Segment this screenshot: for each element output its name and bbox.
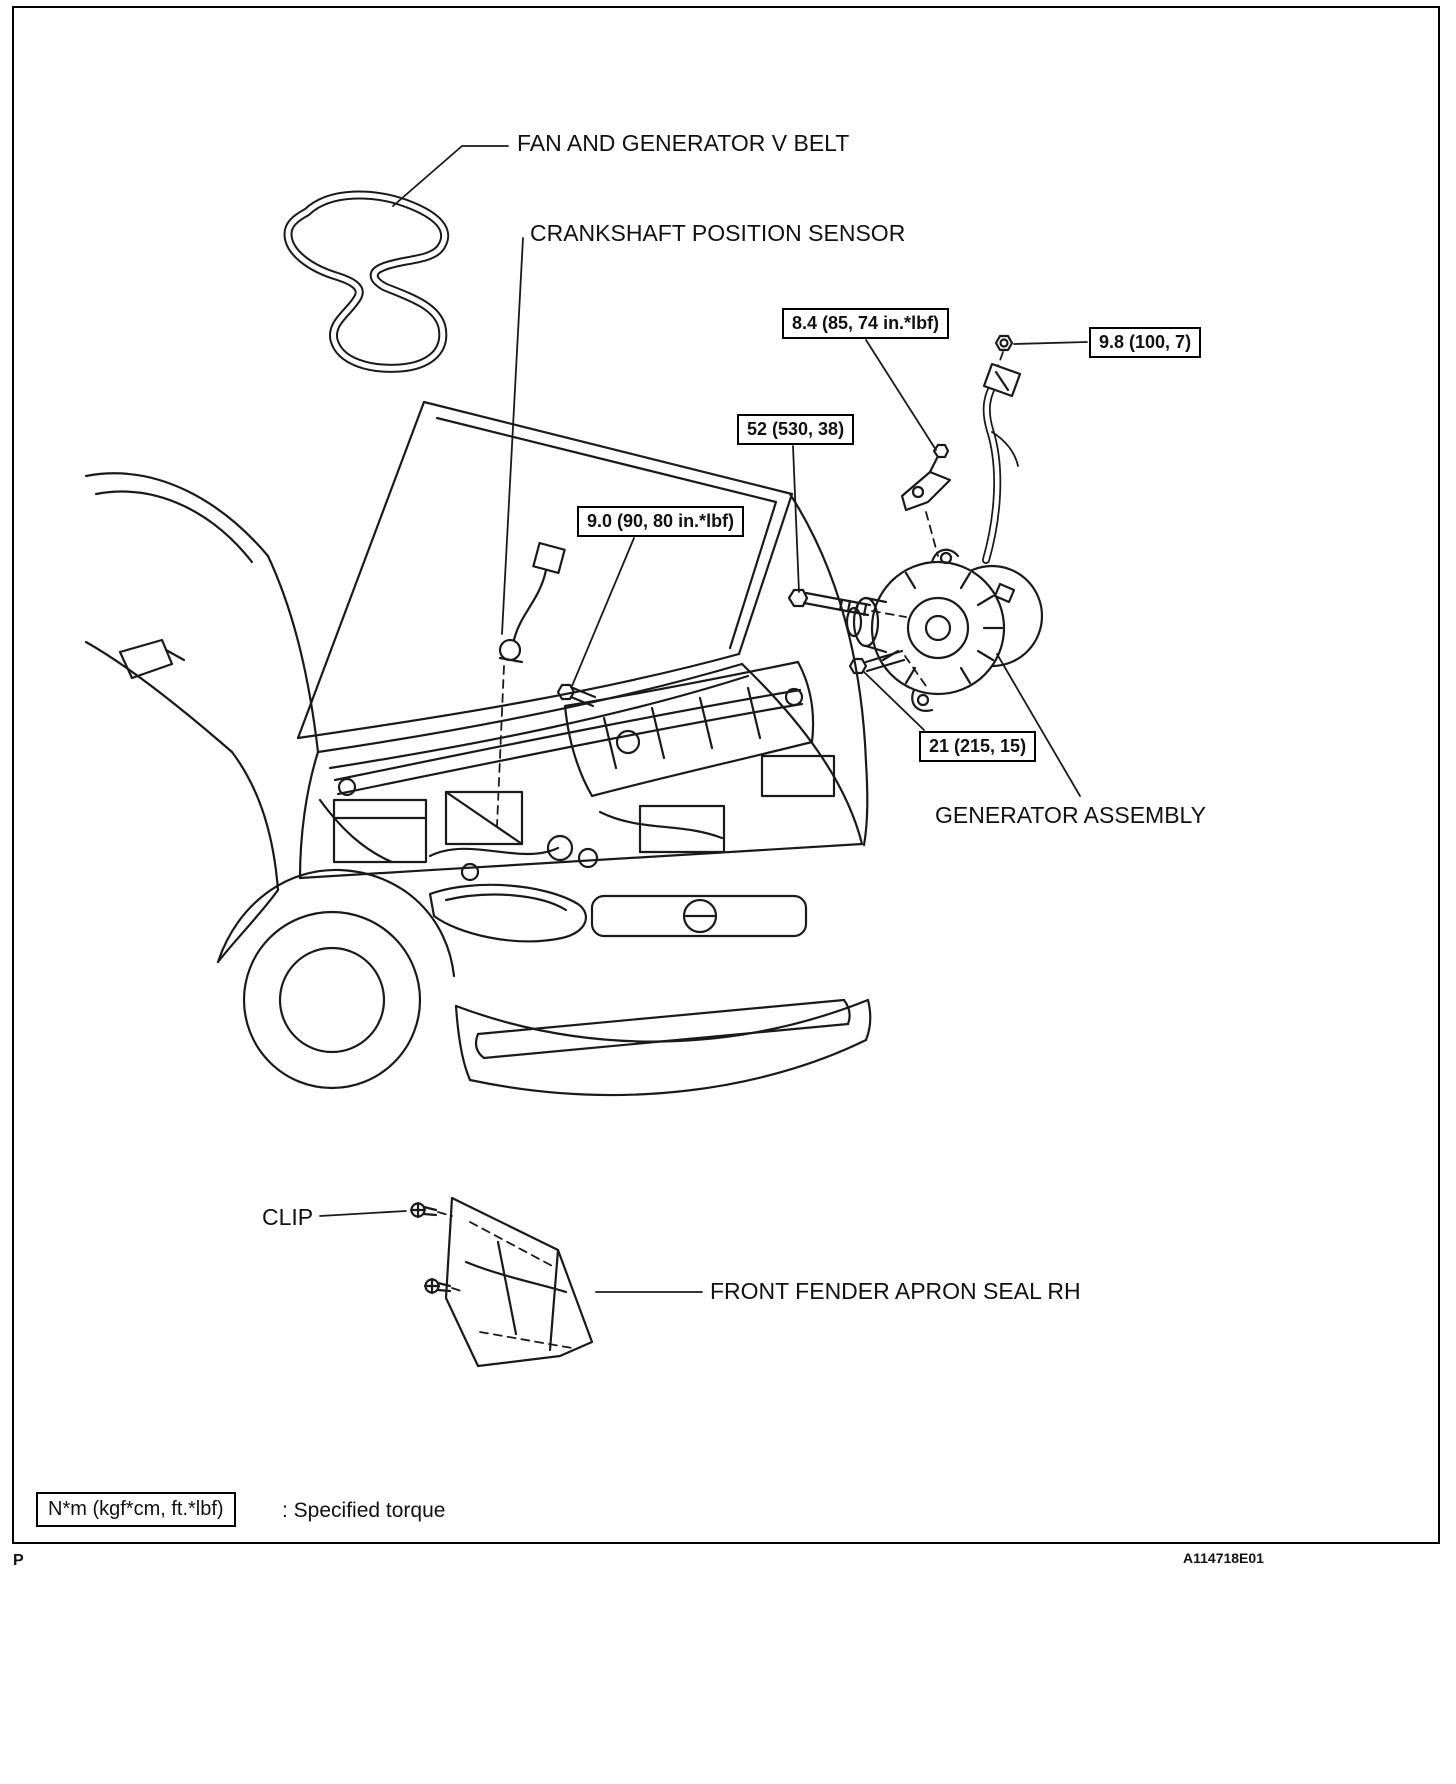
legend-description: : Specified torque (282, 1499, 446, 1522)
leader-lines (319, 145, 1088, 1293)
label-front-fender-apron-seal-rh: FRONT FENDER APRON SEAL RH (710, 1278, 1081, 1304)
figure-code: A114718E01 (1183, 1550, 1264, 1566)
page-border (12, 6, 1440, 1544)
label-crankshaft-position-sensor: CRANKSHAFT POSITION SENSOR (530, 220, 906, 246)
v-belt-illustration (283, 190, 450, 373)
crankshaft-sensor-illustration (496, 541, 597, 827)
torque-spec-box-sensor-bolt: 9.0 (90, 80 in.*lbf) (577, 506, 745, 537)
generator-illustration (845, 548, 1044, 712)
legend-torque-unit-box: N*m (kgf*cm, ft.*lbf) (36, 1492, 236, 1527)
torque-spec-box-pivot-bolt: 52 (530, 38) (737, 414, 855, 445)
car-illustration (84, 400, 872, 1097)
torque-spec-box-bracket-bolt: 8.4 (85, 74 in.*lbf) (782, 308, 950, 339)
label-clip: CLIP (262, 1204, 314, 1230)
torque-spec-box-terminal-nut: 9.8 (100, 7) (1089, 327, 1202, 358)
label-generator-assembly: GENERATOR ASSEMBLY (935, 802, 1206, 828)
page-marker: P (13, 1552, 24, 1569)
hardware-illustration (787, 443, 952, 687)
label-fan-and-generator-v-belt: FAN AND GENERATOR V BELT (517, 130, 850, 156)
torque-spec-box-lower-bolt: 21 (215, 15) (919, 731, 1037, 762)
harness-illustration (982, 334, 1022, 564)
apron-seal-illustration (409, 1196, 594, 1368)
